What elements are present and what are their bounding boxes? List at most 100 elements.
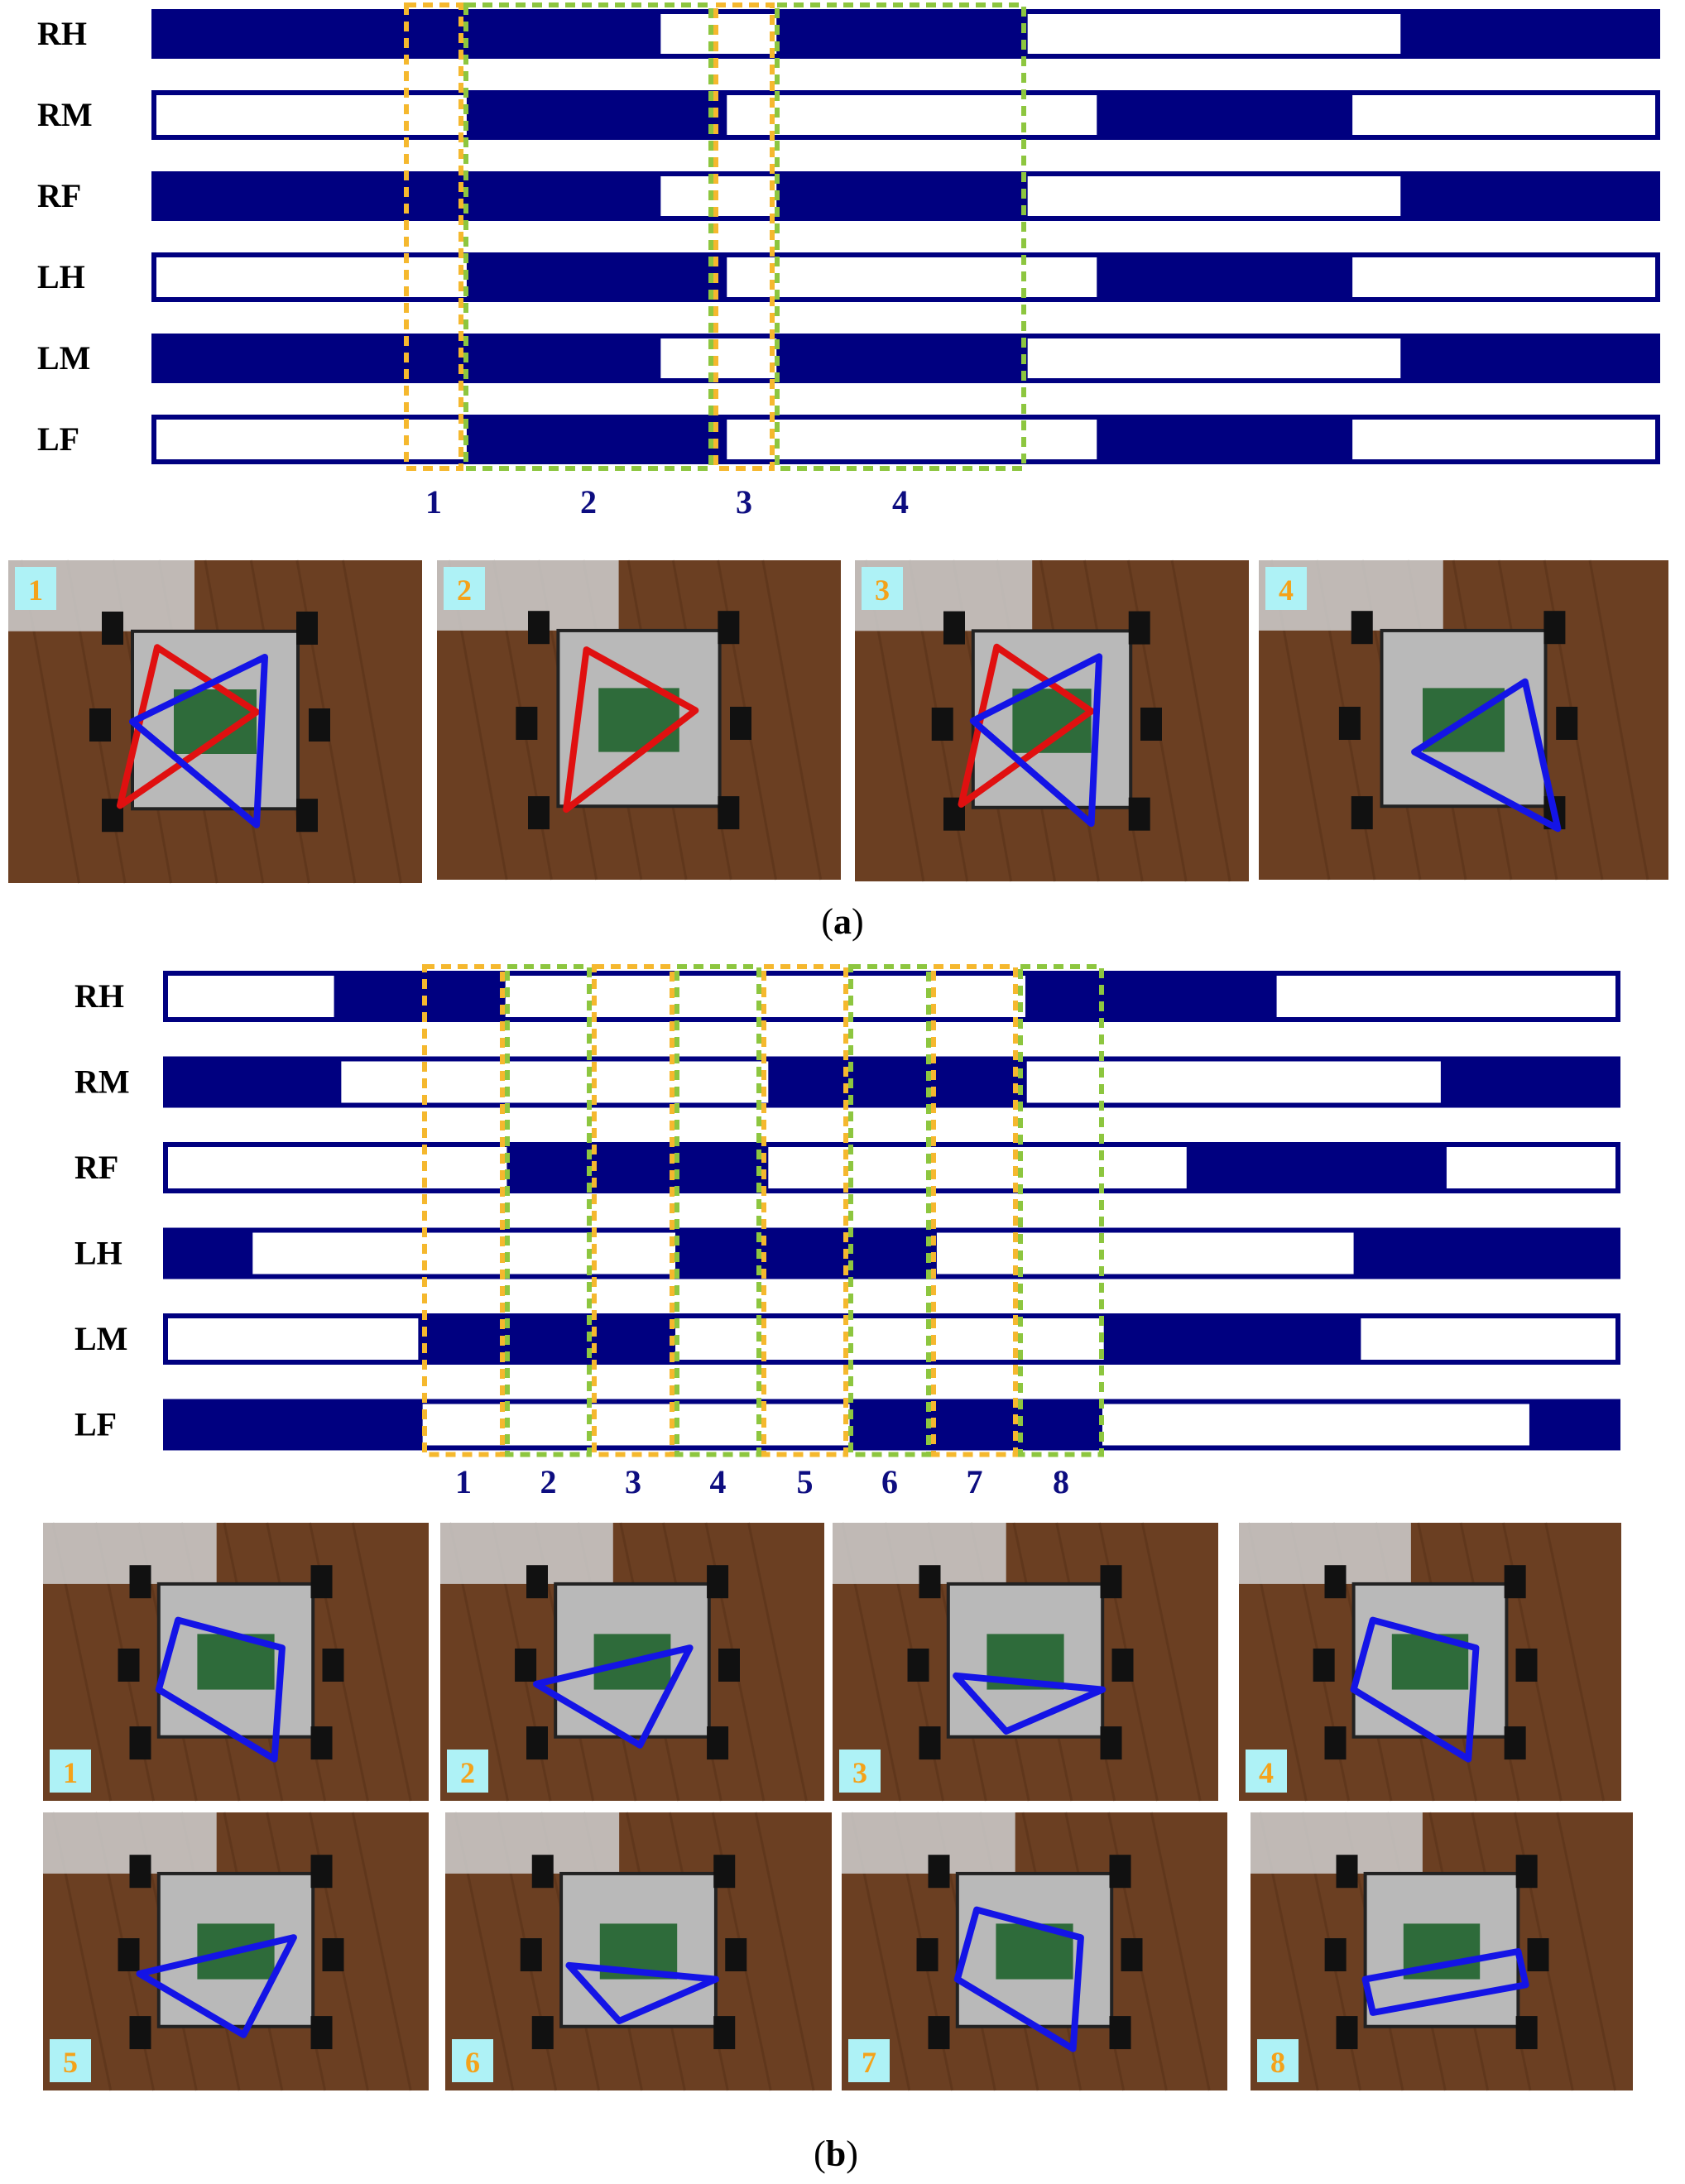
stance-segment [1025,973,1277,1020]
robot-leg [713,2016,736,2050]
robot-leg [322,1938,344,1971]
phase-box-6 [848,964,931,1457]
stance-segment [849,1401,1102,1448]
phase-number-3: 3 [625,1463,641,1500]
floor-seam [1150,1812,1211,2091]
robot-leg [1527,1938,1549,1971]
robot-leg [118,1649,140,1682]
phase-number-1: 1 [455,1463,472,1500]
robot-leg [718,796,740,830]
stance-segment [466,255,727,300]
phase-box-3 [592,964,674,1457]
stance-segment [334,973,506,1020]
robot-leg [1100,1726,1122,1760]
robot-leg [129,1726,151,1760]
photo-badge [848,2039,890,2082]
stance-segment [776,12,1028,56]
photo-badge [50,2039,91,2082]
stance-segment [1097,93,1353,137]
phase-box-2 [463,2,713,471]
robot-leg [1351,796,1373,830]
stance-segment [166,1230,253,1277]
robot-leg [531,1855,554,1889]
stance-segment [768,1058,1027,1106]
robot-leg [310,1565,333,1599]
phase-number-4: 4 [892,483,909,521]
stance-segment [1103,1316,1361,1362]
robot-leg [1128,611,1150,645]
tripod-blue-outline [565,1961,719,2024]
stance-segment [1097,255,1353,300]
robot-leg [129,1855,151,1889]
phase-number-1: 1 [425,483,442,521]
stance-segment [418,1316,676,1362]
floor-seam [761,559,823,881]
floor-seam [351,1522,412,1802]
robot-leg [1324,1726,1347,1760]
robot-circuit-board [598,688,679,752]
robot-leg [1324,1938,1347,1971]
tripod-red-outline [563,646,699,814]
floor-seam [1170,559,1231,882]
robot-leg [296,612,318,645]
robot-photo-6: 6 [445,1812,832,2091]
panel-a-caption: (a) [821,901,863,942]
phase-number-5: 5 [797,1463,814,1500]
robot-leg [1313,1649,1335,1682]
robot-leg [1515,1855,1538,1889]
robot-leg [515,1649,537,1682]
photo-badge-number: 3 [875,574,890,607]
phase-number-8: 8 [1053,1463,1069,1500]
robot-leg [931,708,953,741]
photo-badge-number: 4 [1279,574,1294,607]
stance-segment [166,1058,342,1106]
panel-a-photo-strip: 1 2 3 4 [8,559,1668,884]
floor-seam [351,1812,412,2091]
robot-leg [1128,797,1150,831]
robot-leg [1504,1565,1526,1599]
robot-leg [718,611,740,645]
stance-segment [466,417,727,462]
floor-seam [1140,1522,1202,1802]
leg-bar-rm [151,90,1660,140]
robot-photo-2: 2 [437,559,841,881]
leg-label-lf: LF [74,1406,117,1443]
leg-label-lm: LM [74,1320,127,1357]
floor-seam [341,559,402,884]
robot-leg [129,1565,151,1599]
robot-leg [310,1726,333,1760]
stance-segment [154,12,661,56]
photo-badge [444,567,485,610]
robot-leg [1515,2016,1538,2050]
stance-segment [675,1230,937,1277]
robot-leg [310,2016,333,2050]
stance-segment [776,174,1028,218]
phase-box-3 [713,2,775,471]
robot-photo-1: 1 [8,559,422,884]
phase-number-3: 3 [736,483,752,521]
photo-badge-number: 1 [63,1756,78,1789]
robot-leg [1140,708,1162,741]
robot-leg [526,1726,548,1760]
photo-badge [447,1750,488,1793]
floor-seam [1588,559,1649,881]
robot-leg [1121,1938,1143,1971]
phase-box-5 [761,964,848,1457]
leg-label-lh: LH [37,258,85,295]
stance-segment [776,336,1028,381]
robot-leg [1515,1649,1538,1682]
robot-leg [943,611,965,645]
photo-badge-number: 5 [63,2046,78,2079]
photo-badge-number: 2 [460,1756,475,1789]
photo-badge [839,1750,881,1793]
stance-segment [166,1401,423,1448]
stance-segment [1097,417,1353,462]
leg-label-rf: RF [37,177,81,214]
photo-badge-number: 2 [457,574,472,607]
leg-label-lm: LM [37,339,90,377]
robot-leg [89,708,111,742]
photo-badge [50,1750,91,1793]
leg-label-lh: LH [74,1235,122,1272]
